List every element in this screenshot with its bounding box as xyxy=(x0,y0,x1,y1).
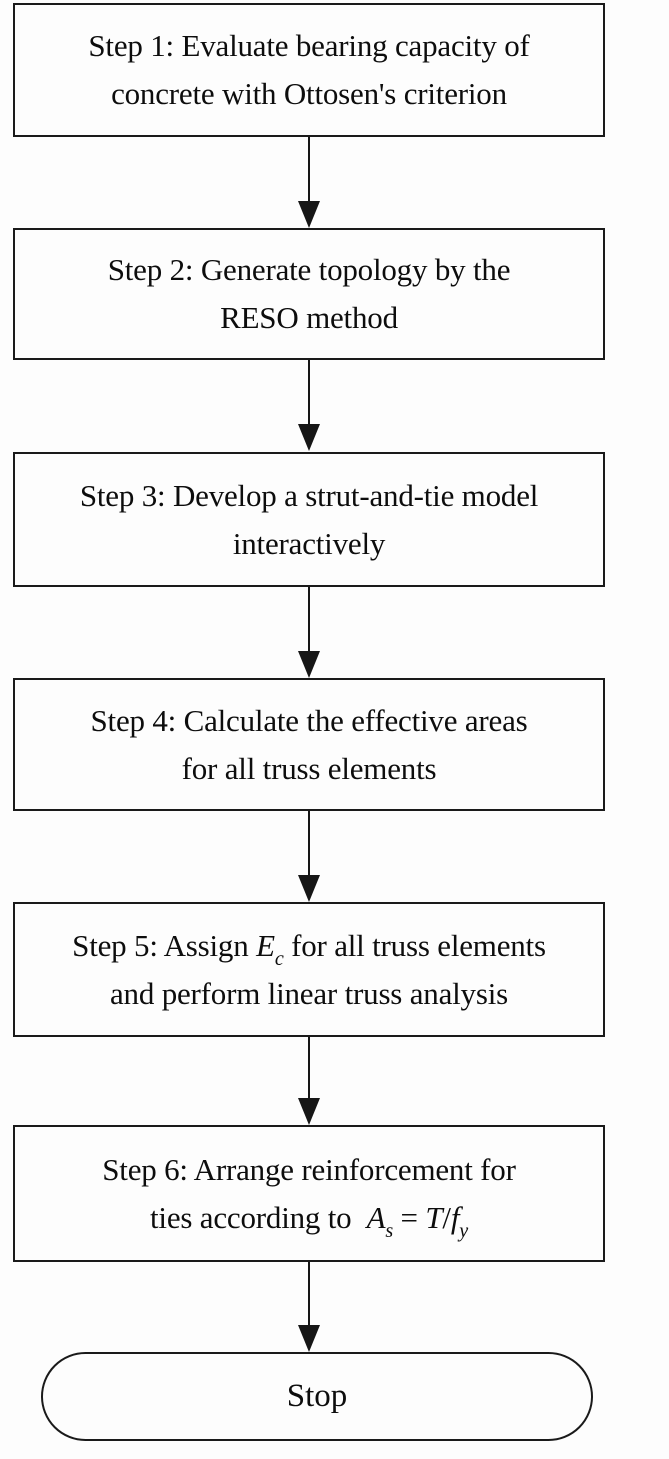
arrow-shaft xyxy=(308,360,310,424)
flow-arrow-3 xyxy=(298,587,320,678)
arrow-head-icon xyxy=(298,651,320,678)
arrow-shaft xyxy=(308,1262,310,1325)
arrow-shaft xyxy=(308,811,310,875)
step-5-box: Step 5: Assign Ec for all truss elements… xyxy=(13,902,605,1037)
flow-arrow-1 xyxy=(298,137,320,228)
arrow-head-icon xyxy=(298,201,320,228)
flow-arrow-2 xyxy=(298,360,320,451)
arrow-shaft xyxy=(308,137,310,201)
arrow-head-icon xyxy=(298,1325,320,1352)
flow-arrow-6 xyxy=(298,1262,320,1352)
flow-arrow-4 xyxy=(298,811,320,902)
arrow-shaft xyxy=(308,587,310,651)
terminator-stop: Stop xyxy=(41,1352,593,1441)
terminator-stop-label: Stop xyxy=(286,1378,348,1414)
flow-arrow-5 xyxy=(298,1037,320,1125)
arrow-head-icon xyxy=(298,1098,320,1125)
arrow-shaft xyxy=(308,1037,310,1098)
arrow-head-icon xyxy=(298,424,320,451)
step-5-label: Step 5: Assign Ec for all truss elements… xyxy=(72,927,546,1011)
arrow-head-icon xyxy=(298,875,320,902)
